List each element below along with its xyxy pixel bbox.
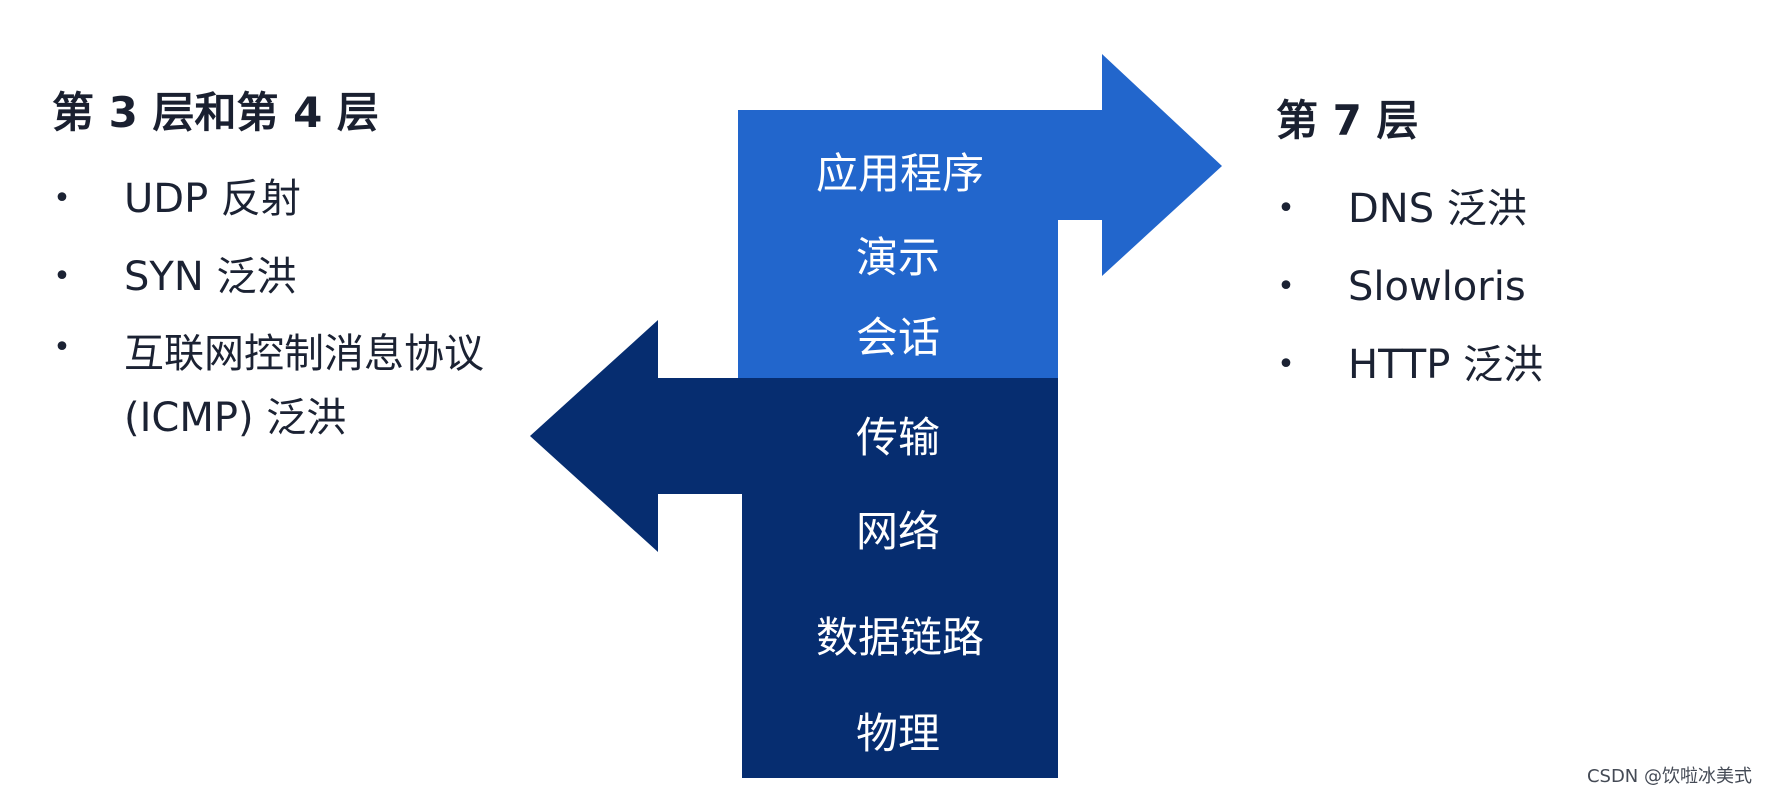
left-attack-list: • UDP 反射 • SYN 泛洪 • 互联网控制消息协议 (ICMP) 泛洪 xyxy=(52,160,532,450)
list-item-label: HTTP 泛洪 xyxy=(1348,342,1544,388)
bullet-icon: • xyxy=(1277,269,1295,304)
list-item-label: Slowloris xyxy=(1348,264,1526,310)
list-item-label: 互联网控制消息协议 (ICMP) 泛洪 xyxy=(124,331,484,441)
list-item-label: UDP 反射 xyxy=(124,176,301,222)
list-item: • HTTP 泛洪 xyxy=(1276,326,1676,404)
list-item: • UDP 反射 xyxy=(52,160,532,238)
list-item-label: SYN 泛洪 xyxy=(124,254,297,300)
list-item: • 互联网控制消息协议 (ICMP) 泛洪 xyxy=(52,316,532,450)
left-panel-heading: 第 3 层和第 4 层 xyxy=(52,88,379,137)
layer-label-transport: 传输 xyxy=(856,413,940,462)
bullet-icon: • xyxy=(53,181,71,216)
layer-label-session: 会话 xyxy=(856,313,940,362)
bullet-icon: • xyxy=(1277,191,1295,226)
layer-label-data-link: 数据链路 xyxy=(816,613,984,662)
list-item: • DNS 泛洪 xyxy=(1276,170,1676,248)
layer-label-physical: 物理 xyxy=(856,709,940,758)
layer-label-presentation: 演示 xyxy=(856,233,940,282)
list-item: • Slowloris xyxy=(1276,248,1676,326)
upper-layers-arrow xyxy=(738,54,1222,378)
list-item-label: DNS 泛洪 xyxy=(1348,186,1527,232)
watermark: CSDN @饮啦冰美式 xyxy=(1586,766,1752,787)
bullet-icon: • xyxy=(1277,347,1295,382)
list-item: • SYN 泛洪 xyxy=(52,238,532,316)
right-attack-list: • DNS 泛洪 • Slowloris • HTTP 泛洪 xyxy=(1276,170,1676,404)
layer-label-application: 应用程序 xyxy=(816,149,984,198)
bullet-icon: • xyxy=(53,259,71,294)
bullet-icon: • xyxy=(53,330,71,365)
right-panel-heading: 第 7 层 xyxy=(1276,96,1419,145)
layer-label-network: 网络 xyxy=(856,507,940,556)
lower-layers-arrow xyxy=(530,320,1058,778)
